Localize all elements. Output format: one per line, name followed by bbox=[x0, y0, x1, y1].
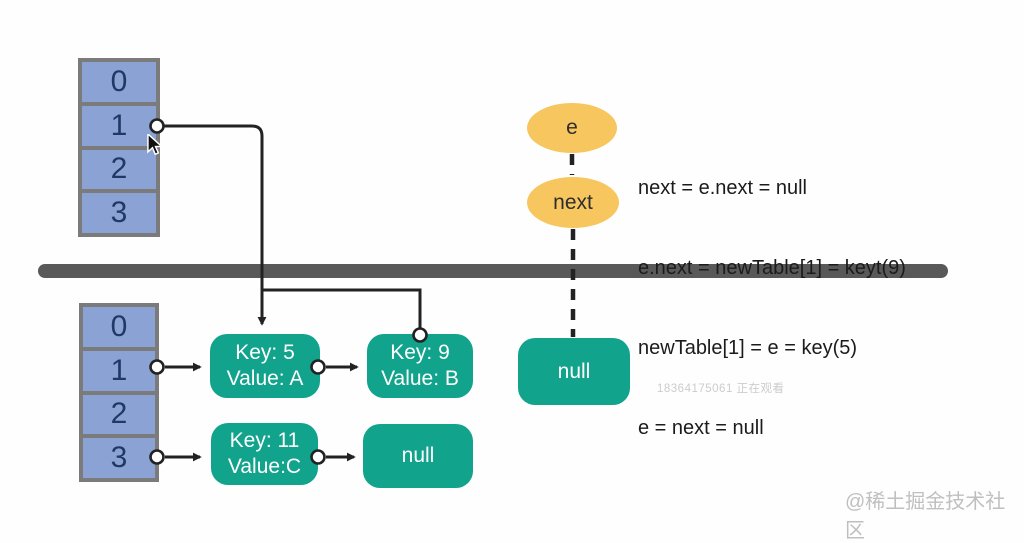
old-table-cell-0: 0 bbox=[82, 62, 156, 102]
old-table-cell-2: 2 bbox=[82, 149, 156, 190]
old-table-cell-1: 1 bbox=[82, 105, 156, 146]
node-null-label: null bbox=[557, 359, 591, 383]
node-value-label: Value: B bbox=[381, 367, 459, 390]
cell-label: 2 bbox=[110, 152, 128, 186]
node-null-next: null bbox=[518, 338, 630, 405]
code-annotation: next = e.next = null e.next = newTable[1… bbox=[638, 122, 906, 494]
mouse-cursor-icon bbox=[147, 134, 164, 156]
cell-label: 3 bbox=[110, 441, 128, 475]
node-value-label: Value:C bbox=[227, 455, 302, 478]
new-table-cell-3: 3 bbox=[83, 438, 155, 478]
node-key11: Key: 11 Value:C bbox=[211, 423, 318, 485]
node-key-label: Key: 5 bbox=[235, 341, 295, 364]
code-line: next = e.next = null bbox=[638, 177, 808, 200]
old-table-array: 0 1 2 3 bbox=[78, 58, 160, 237]
cell-label: 2 bbox=[110, 397, 128, 431]
node-value-label: Value: A bbox=[226, 367, 304, 390]
new-table-cell-2: 2 bbox=[83, 394, 155, 435]
divider-bar bbox=[38, 264, 948, 278]
code-line: newTable[1] = e = key(5) bbox=[638, 336, 858, 359]
cell-label: 0 bbox=[110, 64, 128, 98]
node-null-label: null bbox=[401, 444, 435, 467]
viewer-watermark: 18364175061 正在观看 bbox=[657, 383, 785, 395]
old-table-cell-3: 3 bbox=[82, 193, 156, 233]
rehash-diagram: 0 1 2 3 0 1 2 3 Key: 5 Value: A Key: 9 V… bbox=[38, 58, 1005, 542]
arrow-oldcell1-to-key5 bbox=[164, 124, 267, 326]
cell-label: 1 bbox=[110, 353, 128, 387]
new-table-array: 0 1 2 3 bbox=[79, 303, 159, 482]
node-key9: Key: 9 Value: B bbox=[367, 334, 473, 398]
node-key5: Key: 5 Value: A bbox=[210, 334, 320, 398]
new-table-cell-0: 0 bbox=[83, 307, 155, 347]
new-table-cell-1: 1 bbox=[83, 350, 155, 391]
code-line: e = next = null bbox=[638, 416, 764, 439]
node-null-chain: null bbox=[363, 424, 473, 488]
node-key-label: Key: 11 bbox=[229, 429, 300, 452]
pointer-e-ellipse: e bbox=[527, 103, 617, 153]
community-watermark: @稀土掘金技术社区 bbox=[845, 491, 1006, 542]
node-key-label: Key: 9 bbox=[390, 341, 450, 364]
line-branch-to-key9 bbox=[262, 288, 422, 328]
cell-label: 3 bbox=[110, 196, 128, 230]
pointer-next-ellipse: next bbox=[527, 177, 619, 228]
cell-label: 1 bbox=[110, 108, 128, 142]
pointer-label: e bbox=[566, 116, 578, 139]
pointer-label: next bbox=[553, 190, 593, 214]
code-line: e.next = newTable[1] = keyt(9) bbox=[638, 256, 906, 279]
cell-label: 0 bbox=[110, 309, 128, 343]
